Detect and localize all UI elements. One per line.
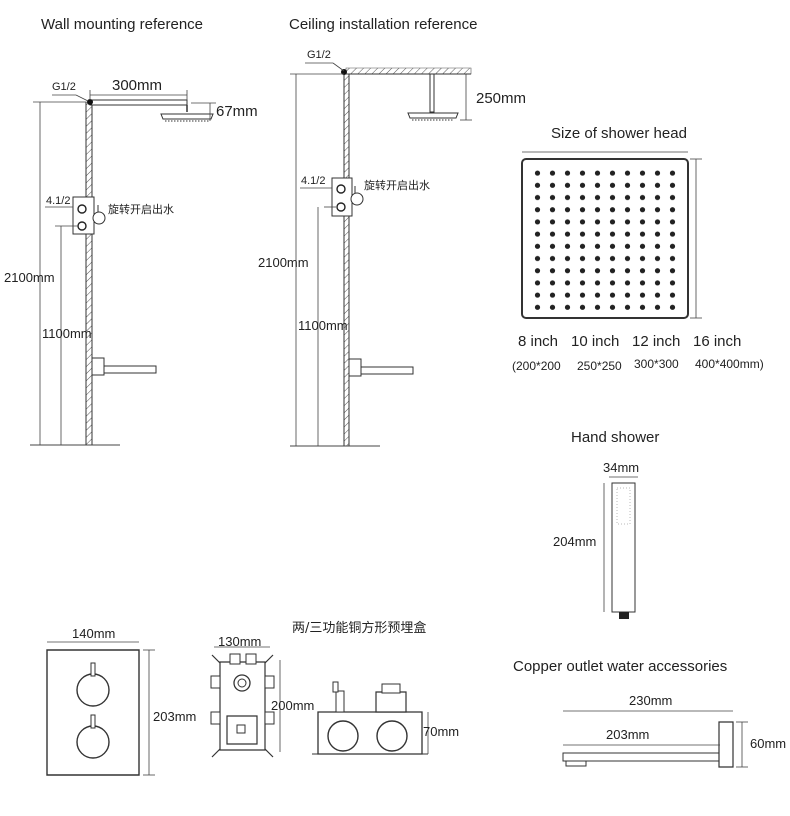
valve-box-title: 两/三功能铜方形预埋盒 [292,621,427,636]
ceiling-drop-pipe [430,74,434,112]
panel-height-label: 203mm [153,709,197,724]
wall-mount-drawing [30,90,216,445]
hand-shower-body [612,483,635,612]
wall-valve-note: 旋转开启出水 [108,203,174,216]
size-8-inch: 8 inch [518,333,559,350]
spout-drawing [563,711,748,767]
spout-title: Copper outlet water accessories [513,658,728,675]
ceiling-shower-head [408,113,458,118]
spout-flange [719,722,733,767]
ceiling-wall-section [344,74,349,446]
dim-400: 400*400mm) [695,357,764,371]
hand-shower-width-label: 34mm [603,460,640,475]
spout-height-label: 60mm [750,736,787,751]
wall-arm-length-label: 300mm [112,77,163,94]
size-10-inch: 10 inch [571,333,620,350]
ceiling-section [346,68,471,74]
valve-box-side-drawing [312,682,428,754]
ceiling-valve-note: 旋转开启出水 [364,179,430,192]
shower-arm [90,100,187,105]
wall-pipe-size-label: G1/2 [52,81,76,93]
ceiling-pipe-size-label: G1/2 [307,49,331,61]
valve-box-front-drawing [211,647,280,757]
ceiling-mount-title: Ceiling installation reference [289,16,478,33]
hand-shower-title: Hand shower [571,429,660,446]
wall-valve-height-label: 1100mm [42,326,92,341]
hand-shower-connector [619,612,629,619]
wall-drop-label: 67mm [216,103,258,120]
panel-knob-top [77,674,109,706]
wall-total-height-label: 2100mm [4,270,55,285]
ceiling-valve-height-label: 1100mm [298,318,348,333]
shower-head [161,114,213,119]
wall-valve-knob [93,212,105,224]
wall-section [86,102,92,445]
panel-knob-bottom [77,726,109,758]
hand-shower-face [617,488,630,524]
nozzle-grid [530,167,680,310]
cover-panel-drawing [47,642,155,775]
shower-head-size-title: Size of shower head [551,125,687,142]
wall-valve-label: 4.1/2 [46,195,71,207]
spout-length-label: 230mm [629,693,673,708]
wall-mount-title: Wall mounting reference [41,16,204,33]
ceiling-mount-drawing [290,63,472,446]
dim-250: 250*250 [577,359,622,373]
box-depth-label: 70mm [423,724,460,739]
hand-shower-drawing [604,477,638,619]
dim-200: (200*200 [512,359,561,373]
shower-head-size-drawing [522,152,702,318]
panel-width-label: 140mm [72,626,116,641]
ceiling-valve-label: 4.1/2 [301,175,326,187]
ceiling-valve-knob [351,193,363,205]
spout-inner-length-label: 203mm [606,727,650,742]
spout-outlet [566,761,586,766]
hand-shower-length-label: 204mm [553,534,597,549]
box-width-label: 130mm [218,634,262,649]
ceiling-total-height-label: 2100mm [258,255,309,270]
spout-body [563,753,721,761]
size-12-inch: 12 inch [632,333,681,350]
dim-300: 300*300 [634,357,679,371]
size-16-inch: 16 inch [693,333,742,350]
box-height-label: 200mm [271,698,315,713]
ceiling-drop-label: 250mm [476,90,527,107]
